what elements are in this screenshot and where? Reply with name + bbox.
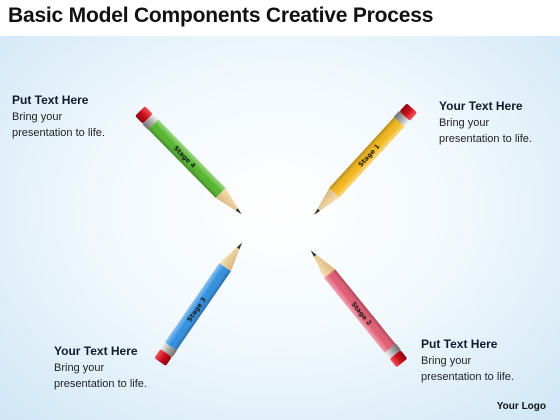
pencil-ferrule xyxy=(384,343,401,360)
pencil-stage-4: Stage 4 xyxy=(135,106,242,215)
block-body: Bring your presentation to life. xyxy=(421,355,514,383)
block-title: Put Text Here xyxy=(12,93,89,107)
pencil-lead xyxy=(310,250,317,257)
pencil-wood-tip xyxy=(310,250,336,279)
slide-background xyxy=(0,36,560,420)
pencil-stage-2: Stage 2 xyxy=(310,250,407,367)
block-body: Bring your presentation to life. xyxy=(54,362,147,390)
pencil-lead xyxy=(235,208,242,215)
block-body: Bring your presentation to life. xyxy=(12,111,105,139)
pencil-ferrule xyxy=(142,113,159,130)
text-block-top-right: Your Text Here Bring your presentation t… xyxy=(439,99,560,147)
pencil-ferrule xyxy=(160,342,177,358)
pencil-eraser xyxy=(390,350,407,367)
pencil-eraser xyxy=(400,104,417,121)
block-title: Your Text Here xyxy=(439,99,523,113)
logo-text: Your Logo xyxy=(496,401,546,412)
block-title: Your Text Here xyxy=(54,344,138,358)
pencil-wood-tip xyxy=(219,242,243,272)
page-title: Basic Model Components Creative Process xyxy=(8,4,434,27)
pencil-lead xyxy=(314,208,320,215)
block-body: Bring your presentation to life. xyxy=(439,117,532,145)
pencil-stage-3: Stage 3 xyxy=(155,242,243,366)
text-block-top-left: Put Text Here Bring your presentation to… xyxy=(12,93,142,141)
pencil-wood-tip xyxy=(215,188,242,215)
block-title: Put Text Here xyxy=(421,337,498,351)
pencil-wood-tip xyxy=(314,188,340,215)
pencil-stage-1: Stage 1 xyxy=(314,104,417,215)
pencil-lead xyxy=(236,242,243,250)
pencil-eraser xyxy=(155,349,172,366)
text-block-bottom-left: Your Text Here Bring your presentation t… xyxy=(54,344,184,392)
text-block-bottom-right: Put Text Here Bring your presentation to… xyxy=(421,337,551,385)
pencil-ferrule xyxy=(393,111,411,128)
pencil-eraser xyxy=(135,106,152,123)
